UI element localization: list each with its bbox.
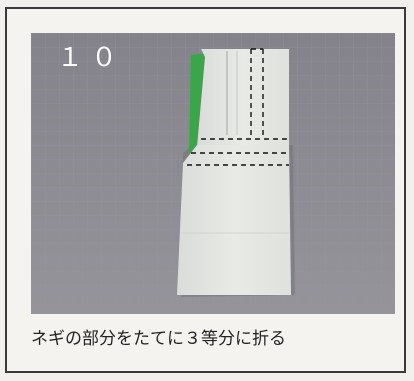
folded-paper-illustration [31, 33, 395, 314]
step-photo: １０ [31, 33, 395, 314]
step-number: １０ [57, 43, 126, 73]
scallion-leaf-part [197, 49, 289, 147]
scallion-body-part [177, 145, 291, 295]
instruction-card: １０ ネギの部分をたてに３等分に折る [5, 7, 406, 373]
step-caption: ネギの部分をたてに３等分に折る [31, 329, 286, 349]
